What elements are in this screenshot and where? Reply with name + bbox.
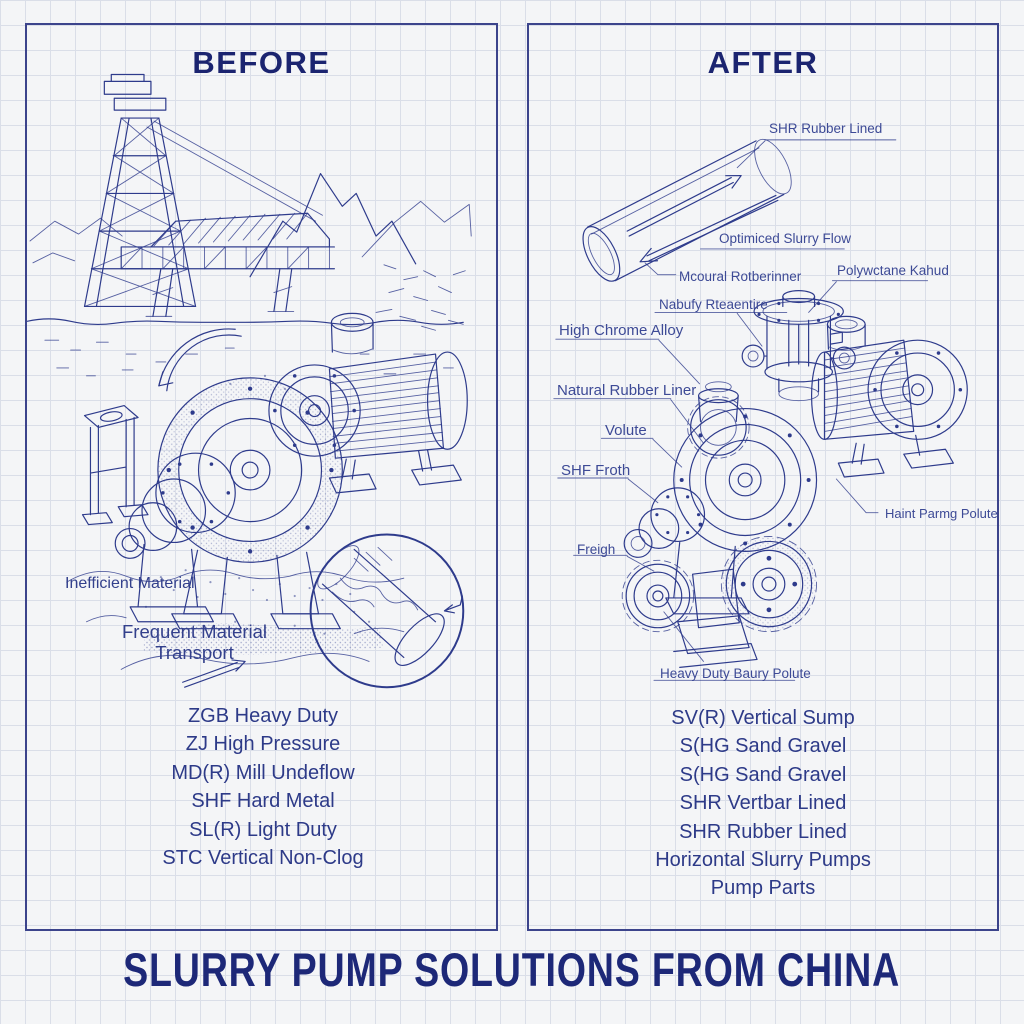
callout-leader-lines [553, 139, 929, 681]
pump-model-item: SHR Vertbar Lined [679, 792, 847, 815]
callout-polyurethane-lined: Polywctane Kahud [837, 263, 949, 278]
flow-arrow [182, 659, 246, 688]
sand-dots [144, 374, 371, 635]
mountains-drawing [29, 172, 472, 331]
before-pump-model-list: ZGB Heavy Duty ZJ High Pressure MD(R) Mi… [63, 702, 463, 872]
pump-model-item: SV(R) Vertical Sump [671, 707, 855, 729]
callout-natural-preventive: Nabufy Rteaentire [659, 297, 768, 312]
callout-natural-rubber-liner: Natural Rubber Liner [557, 382, 697, 399]
motor-drawing [268, 312, 468, 494]
pump-model-item: S(HG Sand Gravel [679, 735, 847, 758]
worn-pipe-callout [309, 533, 465, 689]
footer: SLURRY PUMP SOLUTIONS FROM CHINA [0, 942, 1024, 997]
pump-volute-drawing [157, 377, 343, 630]
flow-arrows [626, 174, 779, 263]
before-panel: BEFORE Inefficient Material Frequent Mat… [25, 23, 498, 931]
after-motor-drawing [810, 315, 968, 478]
after-panel: AFTER SHR Rubber Lined Optimiced Slurry … [527, 23, 999, 931]
pump-model-item: ZJ High Pressure [185, 733, 341, 756]
pump-model-item: SHF Hard Metal [191, 790, 335, 813]
callout-heavy-duty-polute: Heavy Duty Baury Polute [660, 666, 811, 681]
pump-model-item: SHR Rubber Lined [679, 820, 847, 843]
pipe-drawing [582, 138, 792, 282]
callout-shr-rubber-lined: SHR Rubber Lined [769, 121, 883, 136]
ground-drawing [27, 318, 464, 670]
callout-freigh: Freigh [577, 542, 616, 557]
pump-model-item: MD(R) Mill Undeflow [171, 761, 355, 784]
after-title: AFTER [707, 45, 819, 80]
dirt-texture [142, 623, 383, 655]
pump-model-item: Horizontal Slurry Pumps [655, 849, 871, 872]
page-title: SLURRY PUMP SOLUTIONS FROM CHINA [123, 943, 901, 996]
after-illustration [553, 138, 968, 681]
derrick-drawing [83, 73, 323, 308]
pump-model-item: STC Vertical Non-Clog [162, 847, 364, 870]
after-pump-model-list: SV(R) Vertical Sump S(HG Sand Gravel S(H… [537, 704, 989, 903]
callout-optimized-slurry-flow: Optimiced Slurry Flow [719, 231, 852, 246]
rotation-arrow [158, 328, 242, 392]
callout-shf-froth: SHF Froth [561, 462, 631, 479]
before-illustration [27, 73, 472, 689]
after-volute-drawing [623, 381, 818, 615]
callout-volute: Volute [605, 422, 647, 439]
inefficient-material-label: Inefficient Material [65, 575, 195, 592]
callout-haint-parmg-polute: Haint Parmg Polute [885, 506, 998, 521]
before-title: BEFORE [192, 45, 331, 80]
pump-model-item: S(HG Sand Gravel [679, 763, 847, 786]
callout-high-chrome-alloy: High Chrome Alloy [559, 322, 684, 339]
gears-drawing [621, 536, 817, 668]
pump-shaft-drawing [81, 405, 236, 623]
frequent-material-transport-label: Frequent Material Transport [122, 621, 267, 664]
conveyor-drawing [120, 212, 335, 317]
callout-rubber-liner-pipe-end: Mcoural Rotberinner [679, 269, 802, 284]
pump-model-item: Pump Parts [710, 877, 816, 900]
pump-model-item: ZGB Heavy Duty [187, 705, 339, 727]
pump-model-item: SL(R) Light Duty [189, 818, 337, 841]
